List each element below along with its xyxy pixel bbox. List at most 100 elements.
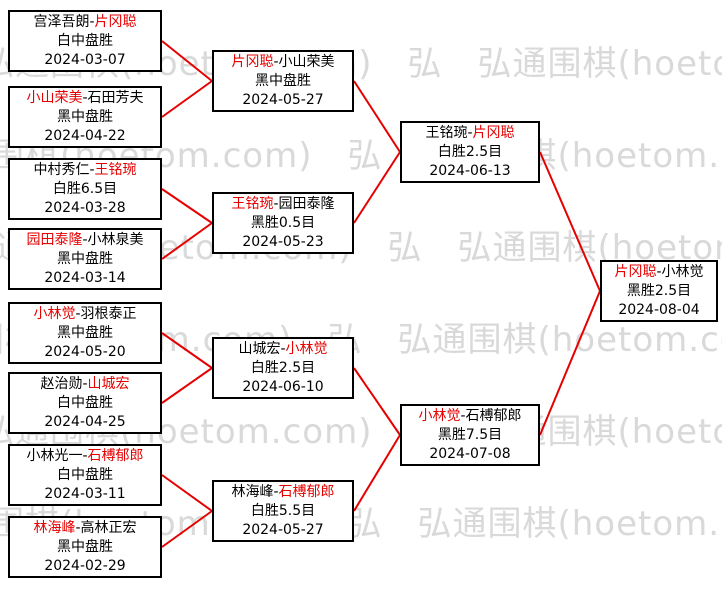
player-name: 宫泽吾朗	[33, 13, 90, 30]
player-name: 羽根泰正	[80, 305, 137, 322]
match-players: 小林觉-羽根泰正	[10, 305, 160, 324]
connector-r2m4-to-sf2	[353, 434, 401, 512]
match-players: 小林觉-石榑郁郎	[402, 407, 538, 426]
match-result: 黑胜0.5目	[250, 214, 316, 231]
match-result: 白胜6.5目	[52, 180, 118, 197]
match-players: 林海峰-高林正宏	[10, 519, 160, 538]
match-result: 白胜5.5目	[250, 502, 316, 519]
connector-r1m6-to-r2m3	[161, 367, 213, 404]
name-separator: -	[273, 53, 279, 70]
connector-r1m1-to-r2m1	[161, 40, 213, 82]
name-separator: -	[82, 447, 88, 464]
name-separator: -	[89, 161, 95, 178]
name-separator: -	[82, 89, 88, 106]
match-box-r1-8: 林海峰-高林正宏 黑中盘胜 2024-02-29	[8, 516, 162, 578]
match-players: 宫泽吾朗-片冈聪	[10, 13, 160, 32]
connector-r2m1-to-sf1	[353, 80, 401, 153]
match-date: 2024-04-25	[44, 413, 126, 430]
match-result: 黑中盘胜	[57, 250, 113, 267]
name-separator: -	[82, 231, 88, 248]
name-separator: -	[273, 483, 279, 500]
connector-r1m2-to-r2m1	[161, 80, 213, 118]
player-name: 小林觉	[661, 263, 704, 280]
match-result: 黑中盘胜	[255, 72, 311, 89]
player-name: 林海峰	[231, 483, 274, 500]
connector-r2m2-to-sf1	[353, 151, 401, 224]
player-name: 片冈聪	[94, 13, 137, 30]
match-players: 小山荣美-石田芳夫	[10, 89, 160, 108]
connector-r1m4-to-r2m2	[161, 222, 213, 260]
match-result: 黑胜2.5目	[626, 282, 692, 299]
match-players: 小林光一-石榑郁郎	[10, 447, 160, 466]
player-name: 山城宏	[238, 340, 281, 357]
match-players: 山城宏-小林觉	[214, 340, 352, 359]
player-name: 片冈聪	[231, 53, 274, 70]
player-name: 小林觉	[418, 407, 461, 424]
match-date: 2024-03-14	[44, 269, 126, 286]
player-name: 王铭琬	[231, 195, 274, 212]
match-players: 王铭琬-园田泰隆	[214, 195, 352, 214]
player-name: 小林觉	[33, 305, 76, 322]
match-result: 黑中盘胜	[57, 324, 113, 341]
name-separator: -	[280, 340, 286, 357]
player-name: 高林正宏	[80, 519, 137, 536]
match-players: 中村秀仁-王铭琬	[10, 161, 160, 180]
match-date: 2024-05-23	[242, 233, 324, 250]
match-box-r1-6: 赵治勋-山城宏 白中盘胜 2024-04-25	[8, 372, 162, 434]
match-date: 2024-08-04	[618, 301, 700, 318]
match-date: 2024-02-29	[44, 557, 126, 574]
match-date: 2024-07-08	[429, 445, 511, 462]
match-box-r2-4: 林海峰-石榑郁郎 白胜5.5目 2024-05-27	[212, 480, 354, 542]
name-separator: -	[89, 13, 95, 30]
player-name: 小林泉美	[87, 231, 144, 248]
match-players: 林海峰-石榑郁郎	[214, 483, 352, 502]
connector-sf2-to-final	[539, 290, 601, 436]
connector-r1m3-to-r2m2	[161, 188, 213, 224]
match-box-r1-5: 小林觉-羽根泰正 黑中盘胜 2024-05-20	[8, 302, 162, 364]
player-name: 小林觉	[285, 340, 328, 357]
match-date: 2024-05-27	[242, 91, 324, 108]
match-box-final: 片冈聪-小林觉 黑胜2.5目 2024-08-04	[600, 260, 718, 322]
player-name: 石榑郁郎	[278, 483, 335, 500]
match-date: 2024-06-10	[242, 378, 324, 395]
match-result: 白中盘胜	[57, 32, 113, 49]
name-separator: -	[75, 305, 81, 322]
connector-sf1-to-final	[539, 151, 601, 292]
match-date: 2024-04-22	[44, 127, 126, 144]
player-name: 小山荣美	[278, 53, 335, 70]
match-result: 黑中盘胜	[57, 538, 113, 555]
player-name: 赵治勋	[40, 375, 83, 392]
player-name: 小山荣美	[26, 89, 83, 106]
player-name: 山城宏	[87, 375, 130, 392]
match-date: 2024-06-13	[429, 162, 511, 179]
match-players: 片冈聪-小山荣美	[214, 53, 352, 72]
player-name: 石榑郁郎	[87, 447, 144, 464]
player-name: 片冈聪	[472, 124, 515, 141]
player-name: 王铭琬	[425, 124, 468, 141]
match-box-sf-2: 小林觉-石榑郁郎 黑胜7.5目 2024-07-08	[400, 404, 540, 466]
player-name: 石榑郁郎	[465, 407, 522, 424]
match-box-sf-1: 王铭琬-片冈聪 白胜2.5目 2024-06-13	[400, 121, 540, 183]
match-date: 2024-03-28	[44, 199, 126, 216]
match-date: 2024-03-07	[44, 51, 126, 68]
match-result: 黑中盘胜	[57, 108, 113, 125]
player-name: 园田泰隆	[278, 195, 335, 212]
name-separator: -	[82, 375, 88, 392]
match-players: 园田泰隆-小林泉美	[10, 231, 160, 250]
match-result: 黑胜7.5目	[437, 426, 503, 443]
name-separator: -	[75, 519, 81, 536]
name-separator: -	[656, 263, 662, 280]
match-result: 白胜2.5目	[437, 143, 503, 160]
match-box-r1-4: 园田泰隆-小林泉美 黑中盘胜 2024-03-14	[8, 228, 162, 290]
connector-r2m3-to-sf2	[353, 367, 401, 436]
match-result: 白中盘胜	[57, 394, 113, 411]
name-separator: -	[460, 407, 466, 424]
match-box-r1-7: 小林光一-石榑郁郎 白中盘胜 2024-03-11	[8, 444, 162, 506]
name-separator: -	[467, 124, 473, 141]
match-box-r2-3: 山城宏-小林觉 白胜2.5目 2024-06-10	[212, 337, 354, 399]
match-box-r2-1: 片冈聪-小山荣美 黑中盘胜 2024-05-27	[212, 50, 354, 112]
match-result: 白胜2.5目	[250, 359, 316, 376]
connector-r1m7-to-r2m4	[161, 474, 213, 512]
player-name: 园田泰隆	[26, 231, 83, 248]
